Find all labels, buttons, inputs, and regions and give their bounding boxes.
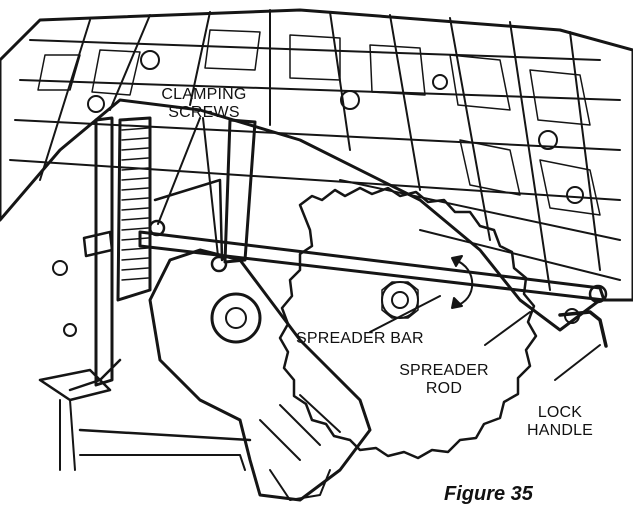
lower-bracket: [38, 95, 252, 471]
lock-handle: [558, 308, 608, 348]
spreader-rod-label-line1: SPREADER: [399, 362, 489, 379]
figure-caption: Figure 35: [444, 483, 533, 505]
clamp-assembly: [68, 116, 257, 392]
lock-handle-label-line1: LOCK: [537, 404, 583, 421]
spreader-rod-label-line2: ROD: [425, 380, 463, 397]
spreader-bar-label: SPREADER BAR: [296, 330, 424, 348]
clamping-screws-label: CLAMPING SCREWS: [150, 86, 258, 122]
saw-blade: [278, 186, 538, 460]
clamping-screws-label-line1: CLAMPING: [161, 86, 247, 103]
lock-handle-label: LOCK HANDLE: [520, 404, 600, 440]
leader-lines: [157, 117, 601, 381]
spreader-rod: [138, 230, 608, 304]
clamping-screws-label-line2: SCREWS: [168, 104, 240, 121]
lock-handle-label-line2: HANDLE: [526, 422, 594, 439]
spreader-rod-label: SPREADER ROD: [394, 362, 494, 398]
spreader-bar-label-text: SPREADER BAR: [296, 330, 424, 347]
table-casting: [0, 8, 633, 332]
motor-housing: [148, 248, 372, 502]
